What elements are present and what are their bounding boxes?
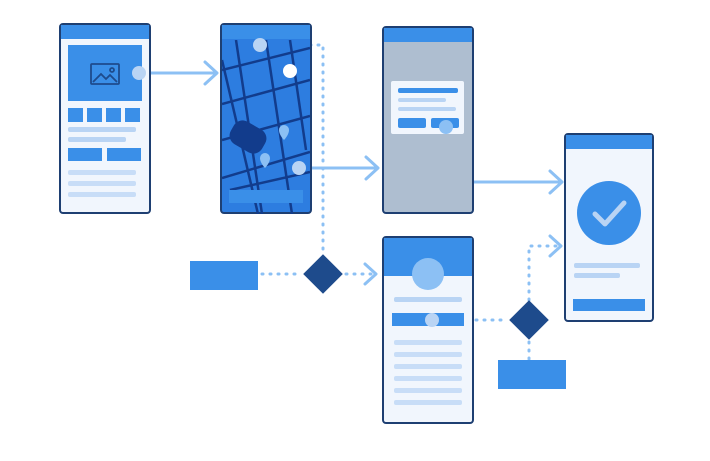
decision-diamond-2 [509, 300, 549, 340]
success-circle [577, 181, 641, 245]
connector-node [292, 161, 306, 175]
dotted-decision2-to-success [527, 244, 558, 302]
connectors [138, 60, 564, 195]
screen-gallery [59, 23, 151, 214]
screen-map [220, 23, 312, 214]
screen-success [564, 133, 654, 322]
decision-diamond-1 [303, 254, 343, 294]
connector-node [425, 313, 439, 327]
map-park [229, 120, 267, 154]
map-action-button [229, 190, 303, 203]
arrowhead-map [203, 60, 219, 86]
dialog-cancel-button [398, 118, 426, 128]
arrowhead-success-dotted [548, 234, 563, 258]
map-pin-icon [260, 125, 289, 168]
secondary-button [107, 148, 141, 161]
arrowhead-dialog [364, 155, 380, 181]
arrowhead-success [548, 169, 564, 195]
connector-node [439, 120, 453, 134]
success-button [573, 299, 645, 311]
image-icon [90, 63, 120, 85]
avatar [412, 258, 444, 290]
hero-image-placeholder [68, 45, 142, 101]
connector-node [253, 38, 267, 52]
action-block-left [190, 261, 258, 290]
dotted-map-to-decision [260, 43, 325, 258]
screen-dialog [382, 26, 474, 214]
action-block-right [498, 360, 566, 389]
arrowhead-profile [363, 262, 378, 286]
location-dot-icon [283, 64, 297, 78]
connector-node [132, 66, 146, 80]
check-icon [592, 200, 627, 227]
screen-profile [382, 236, 474, 424]
primary-button [68, 148, 102, 161]
